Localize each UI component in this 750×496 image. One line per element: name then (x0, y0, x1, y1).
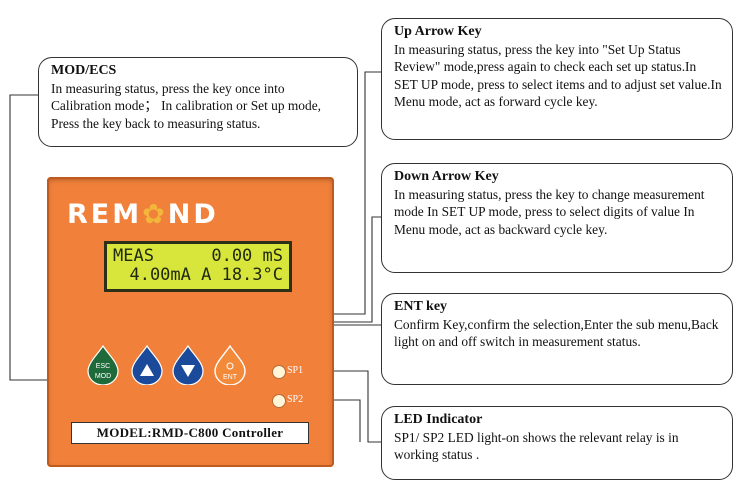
led-indicator-title: LED Indicator (394, 412, 483, 427)
mod-ecs-description: In measuring status, press the key once … (51, 80, 321, 131)
bulb-icon (226, 362, 234, 370)
down-arrow-title: Down Arrow Key (394, 169, 499, 184)
down-arrow-description: In measuring status, press the key to ch… (394, 186, 705, 237)
ent-button[interactable]: ENT (214, 345, 246, 385)
controller-panel: REM✿ND MEAS 0.00 mS 4.00mA A 18.3°C ESC … (47, 177, 334, 467)
up-arrow-title: Up Arrow Key (394, 24, 482, 39)
esc-mod-button[interactable]: ESC MOD (87, 345, 119, 385)
led-indicator-callout: LED Indicator SP1/ SP2 LED light-on show… (381, 406, 733, 480)
lcd-mode-label: MEAS (113, 246, 154, 266)
down-arrow-callout: Down Arrow Key In measuring status, pres… (381, 163, 733, 273)
sp2-led (272, 394, 286, 408)
ent-label: ENT (223, 374, 237, 381)
lcd-current-temperature: 4.00mA A 18.3°C (129, 265, 283, 285)
brand-logo: REM✿ND (67, 199, 219, 230)
down-triangle-icon (181, 365, 195, 377)
up-arrow-callout: Up Arrow Key In measuring status, press … (381, 18, 733, 140)
mod-ecs-callout: MOD/ECS In measuring status, press the k… (38, 57, 358, 147)
ent-key-title: ENT key (394, 299, 448, 314)
flower-icon: ✿ (142, 199, 168, 230)
sp1-label: SP1 (287, 365, 304, 376)
ent-key-description: Confirm Key,confirm the selection,Enter … (394, 316, 719, 350)
mod-ecs-title: MOD/ECS (51, 63, 117, 78)
lcd-conductivity-value: 0.00 mS (211, 246, 283, 266)
mod-label: MOD (94, 373, 112, 380)
up-triangle-icon (140, 364, 154, 376)
esc-label: ESC (95, 363, 111, 370)
sp1-led (272, 365, 286, 379)
sp2-label: SP2 (287, 394, 304, 405)
up-arrow-description: In measuring status, press the key into … (394, 41, 722, 110)
down-arrow-button[interactable] (172, 345, 204, 385)
lcd-display: MEAS 0.00 mS 4.00mA A 18.3°C (104, 241, 292, 292)
up-arrow-button[interactable] (131, 345, 163, 385)
ent-key-callout: ENT key Confirm Key,confirm the selectio… (381, 293, 733, 385)
led-indicator-description: SP1/ SP2 LED light-on shows the relevant… (394, 429, 679, 463)
model-plate: MODEL:RMD-C800 Controller (71, 422, 309, 444)
